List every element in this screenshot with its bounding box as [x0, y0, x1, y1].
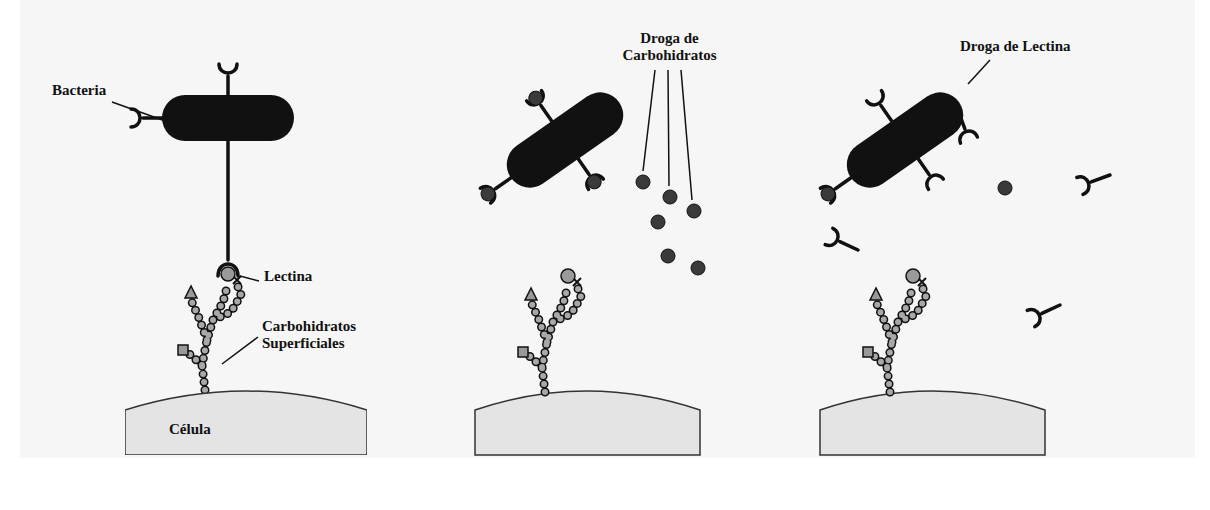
carbohydrate-drug — [636, 175, 705, 275]
cell-body — [125, 391, 367, 455]
leader-line — [968, 60, 990, 84]
part-label: Carbohidratos Superficiales — [262, 318, 374, 353]
bacterium — [791, 58, 990, 242]
figure-ground — [20, 0, 1195, 458]
carbohydrate-tree — [518, 269, 581, 392]
cell-label: Célula — [169, 421, 367, 438]
part-label: Lectina — [264, 268, 344, 285]
part-label: Droga de Carbohidratos — [612, 30, 727, 65]
carbohydrate-tree — [863, 269, 926, 392]
leader-line — [643, 70, 692, 200]
lectin-drug — [825, 107, 1113, 327]
carbohydrate-tree — [178, 267, 241, 390]
part-label: Bacteria — [52, 82, 142, 99]
bacterium — [131, 64, 294, 276]
part-label: Droga de Lectina — [960, 38, 1120, 55]
leader-line — [112, 102, 259, 364]
bacterium — [449, 55, 652, 246]
cell-outline — [125, 385, 367, 455]
cell-shape — [475, 391, 700, 455]
cell-shape — [820, 391, 1045, 455]
cell-shape: Célula — [125, 385, 367, 455]
